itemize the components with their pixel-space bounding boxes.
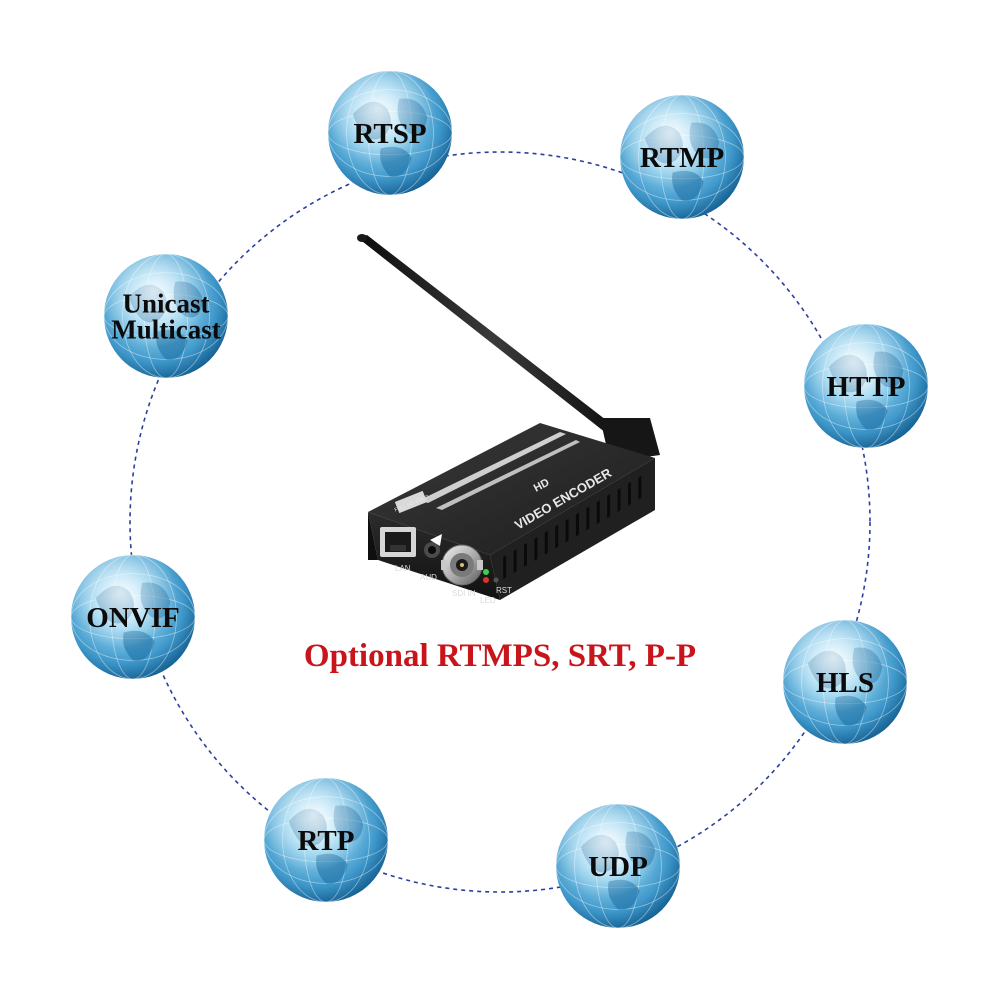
globe-label: RTP <box>298 825 355 857</box>
globe-highlight <box>71 555 195 679</box>
vent-slot <box>638 475 642 500</box>
vent-slot <box>607 494 611 519</box>
port-label-sdi: SDI IN <box>452 589 476 598</box>
globe-highlight <box>104 254 228 378</box>
globe-label: ONVIF <box>86 602 179 634</box>
port-label-rst: RST <box>496 586 512 595</box>
globe-rtp: RTP <box>263 777 389 903</box>
globe-highlight <box>264 778 388 902</box>
globe-udp: UDP <box>555 803 681 929</box>
led-green <box>483 569 489 575</box>
globe-onvif: ONVIF <box>70 554 196 680</box>
vent-slot <box>596 500 600 525</box>
globe-rtsp: RTSP <box>327 70 453 196</box>
vent-slot <box>534 536 538 561</box>
port-label-led: LED <box>480 596 496 605</box>
globe-label: UDP <box>588 851 648 883</box>
audio-jack <box>424 542 440 558</box>
vent-slot <box>617 488 621 513</box>
reset-button <box>493 577 499 583</box>
globe-label: Multicast <box>111 314 220 344</box>
bnc-connector <box>441 544 483 586</box>
vent-slot <box>513 549 517 574</box>
port-label-lan: LAN <box>395 564 411 573</box>
globe-highlight <box>620 95 744 219</box>
connection-ring <box>129 151 871 893</box>
lan-port <box>380 527 416 557</box>
video-encoder-device <box>357 234 660 600</box>
globe-highlight <box>783 620 907 744</box>
globe-rtmp: RTMP <box>619 94 745 220</box>
globe-highlight <box>556 804 680 928</box>
globe-http: HTTP <box>803 323 929 449</box>
led-red <box>483 577 489 583</box>
vent-slot <box>627 481 631 506</box>
vent-slot <box>586 506 590 531</box>
globe-highlight <box>804 324 928 448</box>
vent-slots <box>503 475 642 580</box>
globe-hls: HLS <box>782 619 908 745</box>
globe-label: Unicast <box>123 289 210 319</box>
antenna <box>357 234 660 462</box>
vent-slot <box>523 543 527 568</box>
tagline: Optional RTMPS, SRT, P-P <box>304 638 696 674</box>
full-hd-badge <box>394 490 428 514</box>
globe-label: RTSP <box>353 118 426 150</box>
globe-label: RTMP <box>640 142 724 174</box>
globe-label: HLS <box>816 667 874 699</box>
globe-highlight <box>328 71 452 195</box>
vent-slot <box>503 555 507 580</box>
vent-slot <box>555 524 559 549</box>
vent-slot <box>575 512 579 537</box>
port-label-aud: AUD <box>420 573 437 582</box>
globe-label: HTTP <box>827 371 906 403</box>
vent-slot <box>565 518 569 543</box>
vent-slot <box>544 530 548 555</box>
